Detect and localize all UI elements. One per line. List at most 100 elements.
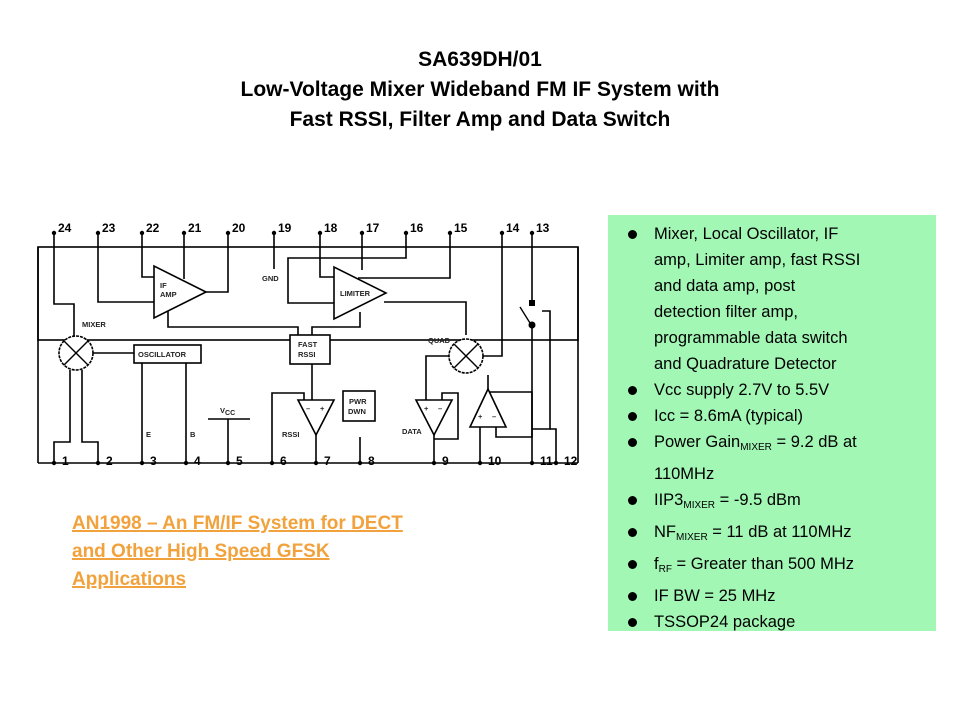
bottom-pin-dot	[313, 460, 319, 466]
bottom-pin-dot	[529, 460, 535, 466]
feature-spec: fRF = Greater than 500 MHz	[654, 551, 928, 583]
feature-line: programmable data switch	[654, 329, 848, 347]
top-pin-label: 18	[324, 221, 338, 235]
bottom-pin-dot	[139, 460, 145, 466]
feature-item: IIP3MIXER = -9.5 dBm	[626, 487, 928, 519]
app-note-link-line2[interactable]: and Other High Speed GFSK	[72, 541, 330, 562]
rssi-amp-plus: +	[320, 404, 325, 413]
filter-amp: + –	[468, 387, 508, 428]
top-pin-dot	[403, 230, 409, 236]
top-pin-label: 23	[102, 221, 116, 235]
top-pin-dot	[271, 230, 277, 236]
feature-item: NFMIXER = 11 dB at 110MHz	[626, 519, 928, 551]
top-pin-dot	[95, 230, 101, 236]
top-pin-label: 17	[366, 221, 380, 235]
spec-subscript: MIXER	[676, 532, 708, 543]
bullet-icon	[628, 230, 637, 239]
spec-name: f	[654, 555, 659, 573]
bottom-pin-dot	[51, 460, 57, 466]
top-pin-dot	[51, 230, 57, 236]
app-note-link-line1[interactable]: AN1998 – An FM/IF System for DECT	[72, 513, 403, 534]
slide-title: SA639DH/01 Low-Voltage Mixer Wideband FM…	[0, 45, 960, 135]
feature-item: TSSOP24 package	[626, 609, 928, 635]
top-pin-dot	[317, 230, 323, 236]
spec-value: = Greater than 500 MHz	[671, 555, 854, 573]
spec-name: Power Gain	[654, 433, 741, 451]
bullet-icon	[628, 618, 637, 627]
bottom-pin-label: 12	[564, 454, 578, 468]
data-amp-minus: –	[438, 404, 442, 413]
feature-line: and Quadrature Detector	[654, 355, 837, 373]
emitter-label: E	[146, 430, 151, 439]
fast-rssi-label-2: RSSI	[298, 350, 316, 359]
block-diagram: IF AMP LIMITER GND MIXER OSCILLATOR FAST…	[37, 221, 579, 468]
package-outline	[37, 246, 579, 341]
rssi-amp-minus: –	[306, 404, 310, 413]
if-amp: IF AMP	[153, 264, 208, 320]
bottom-pin-label: 11	[540, 454, 553, 468]
rssi-amp: – + RSSI	[282, 399, 336, 439]
spec-subscript: MIXER	[740, 442, 772, 453]
spec-name: NF	[654, 523, 676, 541]
bullet-icon	[628, 528, 637, 537]
data-amp-plus: +	[424, 404, 429, 413]
spec-subscript: RF	[658, 564, 672, 575]
vcc-label: VCC	[220, 406, 235, 417]
bottom-pin-label: 7	[324, 454, 331, 468]
pwr-dwn-label-2: DWN	[348, 407, 366, 416]
top-pin-label: 22	[146, 221, 160, 235]
feature-text: Icc = 8.6mA (typical)	[654, 407, 804, 425]
bottom-pin-label: 10	[488, 454, 502, 468]
quadrature-detector: QUAD	[428, 336, 484, 374]
feature-item: Power GainMIXER = 9.2 dB at 110MHz	[626, 429, 928, 487]
mixer: MIXER	[58, 320, 106, 371]
top-pin-label: 20	[232, 221, 246, 235]
feature-line: Mixer, Local Oscillator, IF	[654, 225, 839, 243]
bottom-pin-dot	[477, 460, 483, 466]
bottom-pin-label: 2	[106, 454, 113, 468]
top-pin-dot	[499, 230, 505, 236]
pin-12-wire	[550, 428, 557, 463]
data-switch	[519, 300, 536, 329]
top-pin-label: 16	[410, 221, 424, 235]
spec-value: = -9.5 dBm	[715, 491, 801, 509]
top-pin-dot	[529, 230, 535, 236]
bullet-icon	[628, 412, 637, 421]
bottom-pin-dot	[183, 460, 189, 466]
quad-label: QUAD	[428, 336, 451, 345]
app-note-link[interactable]: AN1998 – An FM/IF System for DECT and Ot…	[72, 510, 512, 594]
bottom-pin-label: 6	[280, 454, 287, 468]
app-note-link-line3[interactable]: Applications	[72, 569, 187, 590]
feature-item: Vcc supply 2.7V to 5.5V	[626, 377, 928, 403]
mixer-label: MIXER	[82, 320, 106, 329]
fast-rssi-label-1: FAST	[298, 340, 318, 349]
feature-spec-continuation: 110MHz	[654, 465, 715, 483]
data-amp: + – DATA	[402, 399, 454, 437]
rssi-label: RSSI	[282, 430, 300, 439]
bottom-pin-dot	[225, 460, 231, 466]
pwr-dwn-label-1: PWR	[349, 397, 367, 406]
feature-spec: IIP3MIXER = -9.5 dBm	[654, 487, 928, 519]
gnd-label: GND	[262, 274, 279, 283]
top-pin-label: 13	[536, 221, 550, 235]
bullet-icon	[628, 592, 637, 601]
feature-text: IF BW = 25 MHz	[654, 587, 776, 605]
filter-amp-minus: –	[492, 412, 496, 421]
spec-value: = 9.2 dB at	[771, 433, 857, 451]
limiter-label: LIMITER	[340, 289, 371, 298]
oscillator: OSCILLATOR	[133, 344, 202, 364]
bottom-pin-dot	[357, 460, 363, 466]
spec-name: IIP3	[654, 491, 684, 509]
feature-line: detection filter amp,	[654, 303, 798, 321]
top-pin-label: 14	[506, 221, 520, 235]
bottom-pin-label: 9	[442, 454, 449, 468]
bottom-pin-label: 5	[236, 454, 243, 468]
oscillator-label: OSCILLATOR	[138, 350, 187, 359]
feature-spec: NFMIXER = 11 dB at 110MHz	[654, 519, 928, 551]
data-label: DATA	[402, 427, 422, 436]
bottom-pin-label: 1	[62, 454, 69, 468]
